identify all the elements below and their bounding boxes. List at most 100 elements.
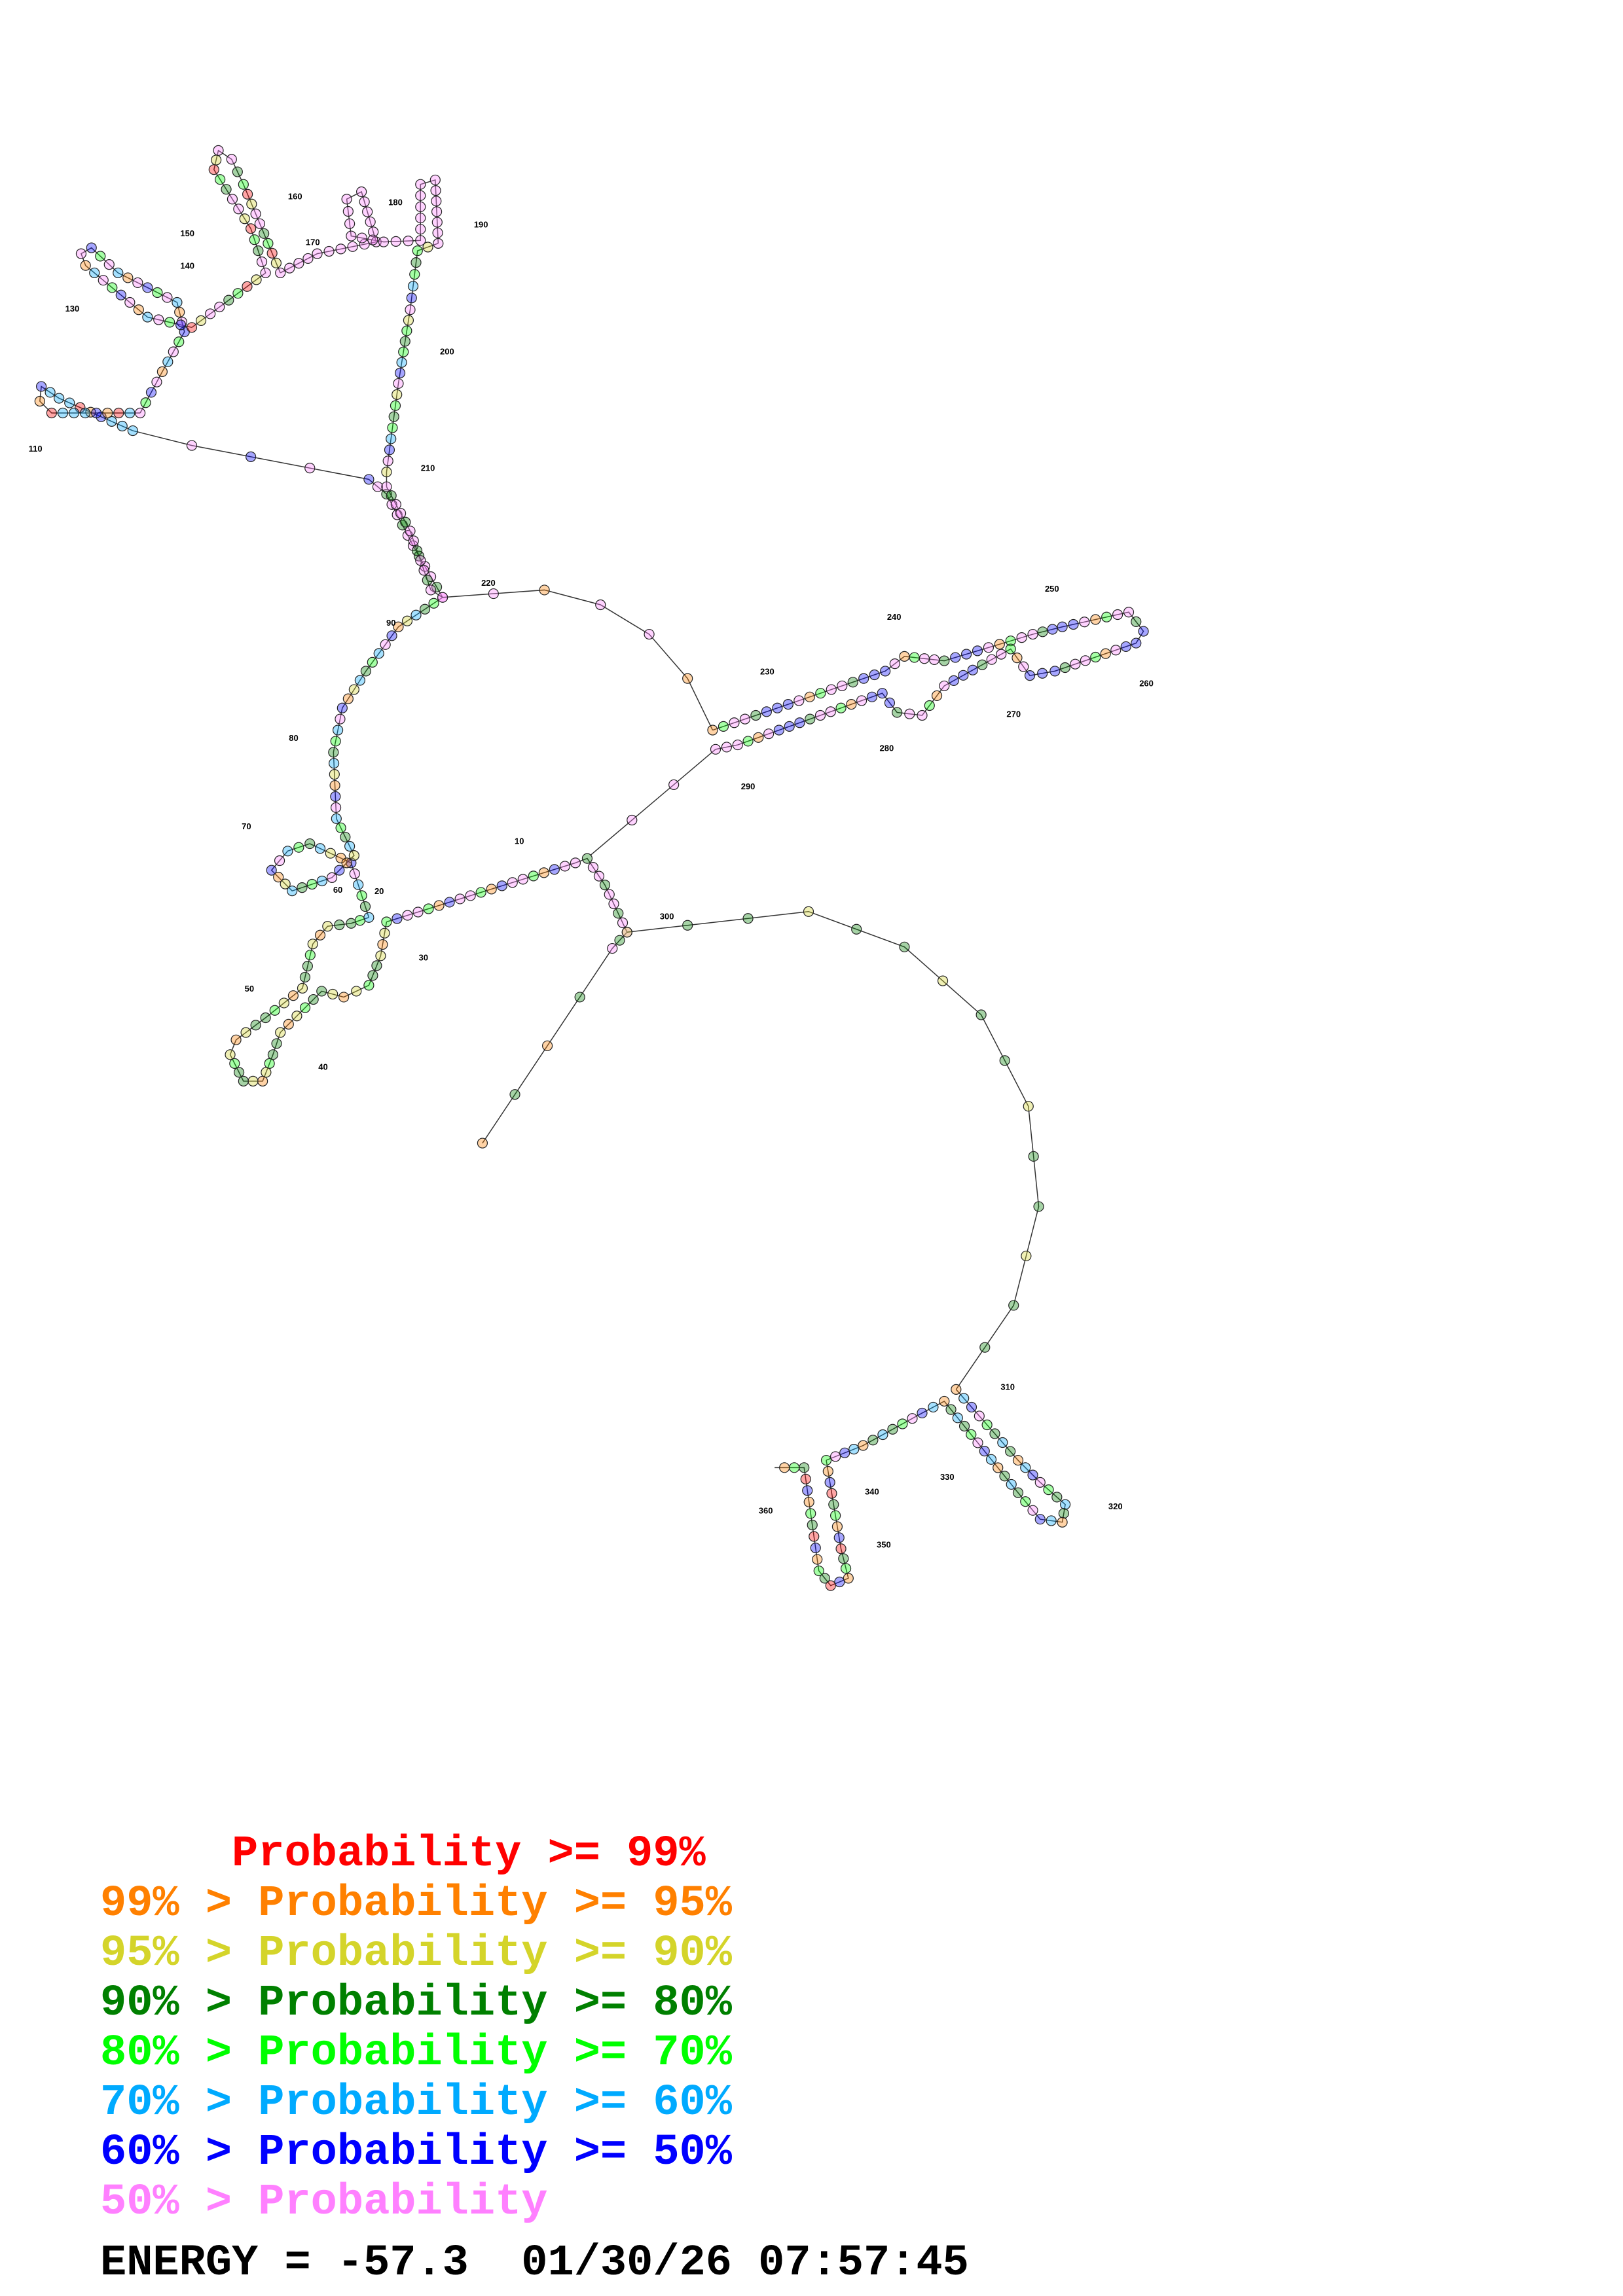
nucleotide [394,367,406,378]
nucleotide [266,865,277,876]
nucleotide [1033,1201,1044,1212]
nucleotide [326,872,338,883]
nucleotide [822,1465,833,1477]
backbone-segment [368,478,443,598]
nucleotide [1043,1484,1054,1496]
nucleotide [1034,1514,1046,1525]
nucleotide [363,912,374,923]
legend-line-70: 80% > Probability >= 70% [100,2028,732,2078]
nucleotide [488,588,499,600]
nucleotide [156,366,168,378]
nucleotide [617,917,629,928]
nucleotide [415,201,426,213]
nucleotide [175,319,187,331]
nucleotide [257,1075,268,1086]
nucleotide [753,732,764,743]
nucleotide [979,1446,990,1457]
nucleotide [815,688,826,699]
position-label: 320 [1108,1501,1123,1511]
nucleotide [682,920,693,931]
position-label: 130 [65,304,80,314]
nucleotide [986,654,997,665]
nucleotide [408,535,419,547]
nucleotide [232,166,243,177]
energy-timestamp: ENERGY = -57.3 01/30/26 07:57:45 [100,2238,969,2288]
nucleotide [985,1454,997,1465]
nucleotide [386,630,397,641]
nucleotide [549,864,560,875]
nucleotide [415,179,426,190]
nucleotide [858,673,869,684]
nucleotide [425,584,437,596]
backbone-segment [826,1389,1066,1523]
nucleotide [242,281,253,292]
nucleotide [368,226,379,238]
nucleotide [958,1420,970,1432]
nucleotide [329,769,340,780]
nucleotide [304,463,316,474]
nucleotide [263,238,274,249]
nucleotide [517,874,528,885]
nucleotide [820,1454,832,1466]
nucleotide [800,1473,811,1484]
nucleotide [867,1435,879,1446]
nucleotide [240,1027,251,1038]
nucleotide [807,1519,818,1531]
nucleotide [151,376,162,387]
backbone-segment [575,857,628,949]
nucleotide [433,238,444,249]
position-label: 270 [1006,709,1021,719]
nucleotide [140,397,151,408]
position-label: 330 [940,1472,955,1482]
nucleotide [353,879,364,890]
nucleotide [396,357,407,368]
position-label: 40 [318,1062,327,1071]
nucleotide [393,621,404,632]
nucleotide [772,702,783,713]
nucleotide [403,315,414,326]
position-label: 140 [180,261,194,271]
nucleotide [976,1009,987,1020]
nucleotide [253,245,264,257]
nucleotide [211,154,222,166]
position-label: 10 [515,836,524,846]
nucleotide [431,206,443,217]
nucleotide [1123,607,1135,618]
nucleotide [314,929,326,941]
nucleotide [928,1401,939,1413]
nucleotide [851,924,862,935]
nucleotide [682,673,693,684]
nucleotide [892,707,903,718]
nucleotide [405,304,416,315]
nucleotide [410,257,422,268]
position-label: 350 [877,1540,891,1550]
position-label: 220 [481,578,496,588]
nucleotide [909,652,920,663]
nucleotide [805,713,816,725]
nucleotide [356,890,367,901]
nucleotide [335,713,346,725]
nucleotide [233,204,244,215]
position-label: 280 [880,744,894,753]
nucleotide [122,272,134,283]
position-label: 190 [474,220,488,230]
nucleotide [297,882,308,893]
nucleotide [409,269,420,280]
nucleotide [972,645,983,656]
nucleotide [260,1012,271,1024]
nucleotide [742,913,754,924]
nucleotide [858,1440,869,1451]
nucleotide [843,1573,854,1584]
nucleotide [668,779,680,791]
nucleotide [133,304,144,315]
position-label: 160 [288,192,302,202]
nucleotide [230,1034,242,1045]
nucleotide [113,407,124,419]
nucleotide [381,481,392,492]
nucleotide [966,1401,977,1413]
nucleotide [846,698,857,710]
nucleotide [238,179,249,190]
nucleotide [952,1412,963,1424]
nucleotide [246,198,257,209]
nucleotide [802,1485,813,1496]
